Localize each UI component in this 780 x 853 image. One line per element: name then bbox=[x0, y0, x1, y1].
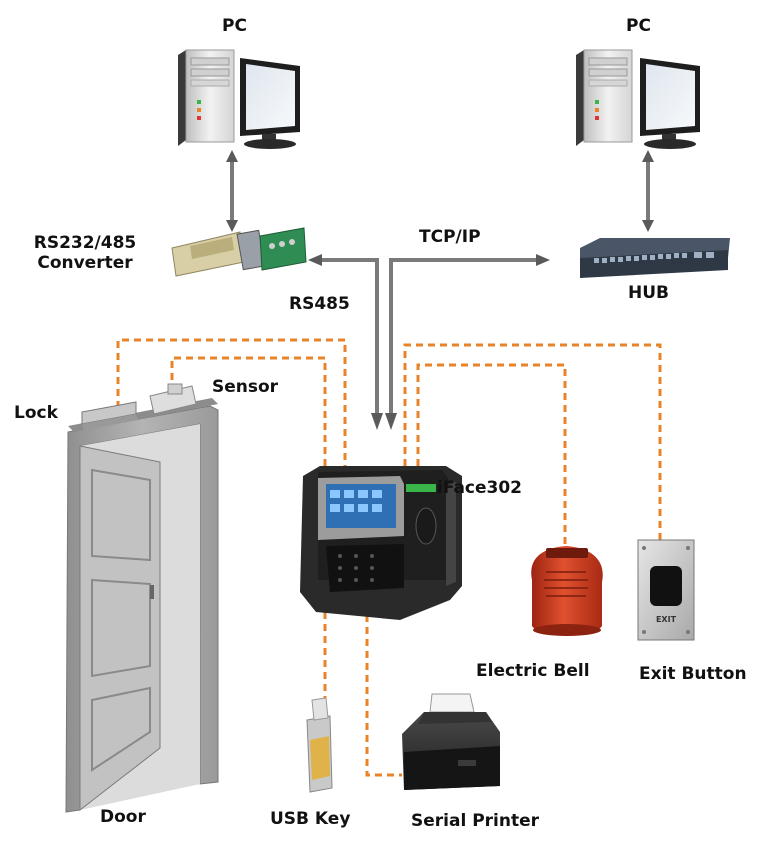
arrow-down-converter bbox=[226, 220, 238, 232]
arrow-tcpip-hub bbox=[536, 254, 550, 266]
hub-label: HUB bbox=[628, 283, 669, 303]
door-icon bbox=[65, 398, 219, 813]
converter-label: RS232/485 Converter bbox=[20, 233, 150, 273]
sensor-icon bbox=[149, 383, 197, 415]
lock-wire bbox=[116, 338, 347, 478]
pc-tower-icon bbox=[576, 49, 633, 146]
converter-label-line1: RS232/485 bbox=[33, 233, 137, 253]
pc-left bbox=[178, 49, 300, 149]
lock-label: Lock bbox=[14, 403, 58, 423]
exit-button-wire bbox=[403, 343, 662, 542]
sensor-wire bbox=[170, 356, 327, 478]
pc-right bbox=[576, 49, 700, 149]
door-label: Door bbox=[100, 807, 146, 827]
lock-icon bbox=[81, 401, 138, 430]
dashed-wires bbox=[116, 338, 662, 777]
printer-wire bbox=[365, 615, 402, 777]
serial-printer-label: Serial Printer bbox=[411, 811, 540, 831]
device-label: iFace302 bbox=[437, 478, 523, 498]
hub-icon bbox=[580, 238, 730, 278]
usb-key-icon bbox=[306, 697, 333, 793]
link-rs485 bbox=[320, 258, 379, 415]
tcpip-label: TCP/IP bbox=[419, 227, 481, 247]
face-terminal-icon bbox=[300, 466, 462, 620]
link-tcpip bbox=[389, 258, 538, 415]
pc-left-label: PC bbox=[222, 16, 247, 36]
arrow-down-hub bbox=[642, 220, 654, 232]
bell-icon bbox=[531, 546, 603, 636]
usb-key-label: USB Key bbox=[270, 809, 351, 829]
electric-bell-label: Electric Bell bbox=[476, 661, 590, 681]
sensor-label: Sensor bbox=[212, 377, 279, 397]
network-lines bbox=[226, 150, 654, 430]
exit-button-label: Exit Button bbox=[639, 664, 747, 684]
arrow-tcpip-device bbox=[385, 413, 397, 430]
converter-icon bbox=[171, 227, 307, 277]
bell-wire bbox=[416, 363, 567, 548]
exit-button-icon: EXIT bbox=[637, 539, 695, 641]
pc-right-label: PC bbox=[626, 16, 651, 36]
arrow-up-right-pc bbox=[642, 150, 654, 162]
arrow-up-left-pc bbox=[226, 150, 238, 162]
converter-label-line2: Converter bbox=[37, 253, 133, 273]
arrow-rs485-device bbox=[371, 413, 383, 430]
exit-plate-text: EXIT bbox=[656, 615, 677, 624]
pc-tower-icon bbox=[178, 49, 235, 146]
monitor-icon bbox=[640, 58, 700, 149]
printer-icon bbox=[402, 693, 500, 790]
rs485-label: RS485 bbox=[289, 294, 350, 314]
arrow-rs485-converter bbox=[308, 254, 322, 266]
monitor-icon bbox=[240, 58, 300, 149]
